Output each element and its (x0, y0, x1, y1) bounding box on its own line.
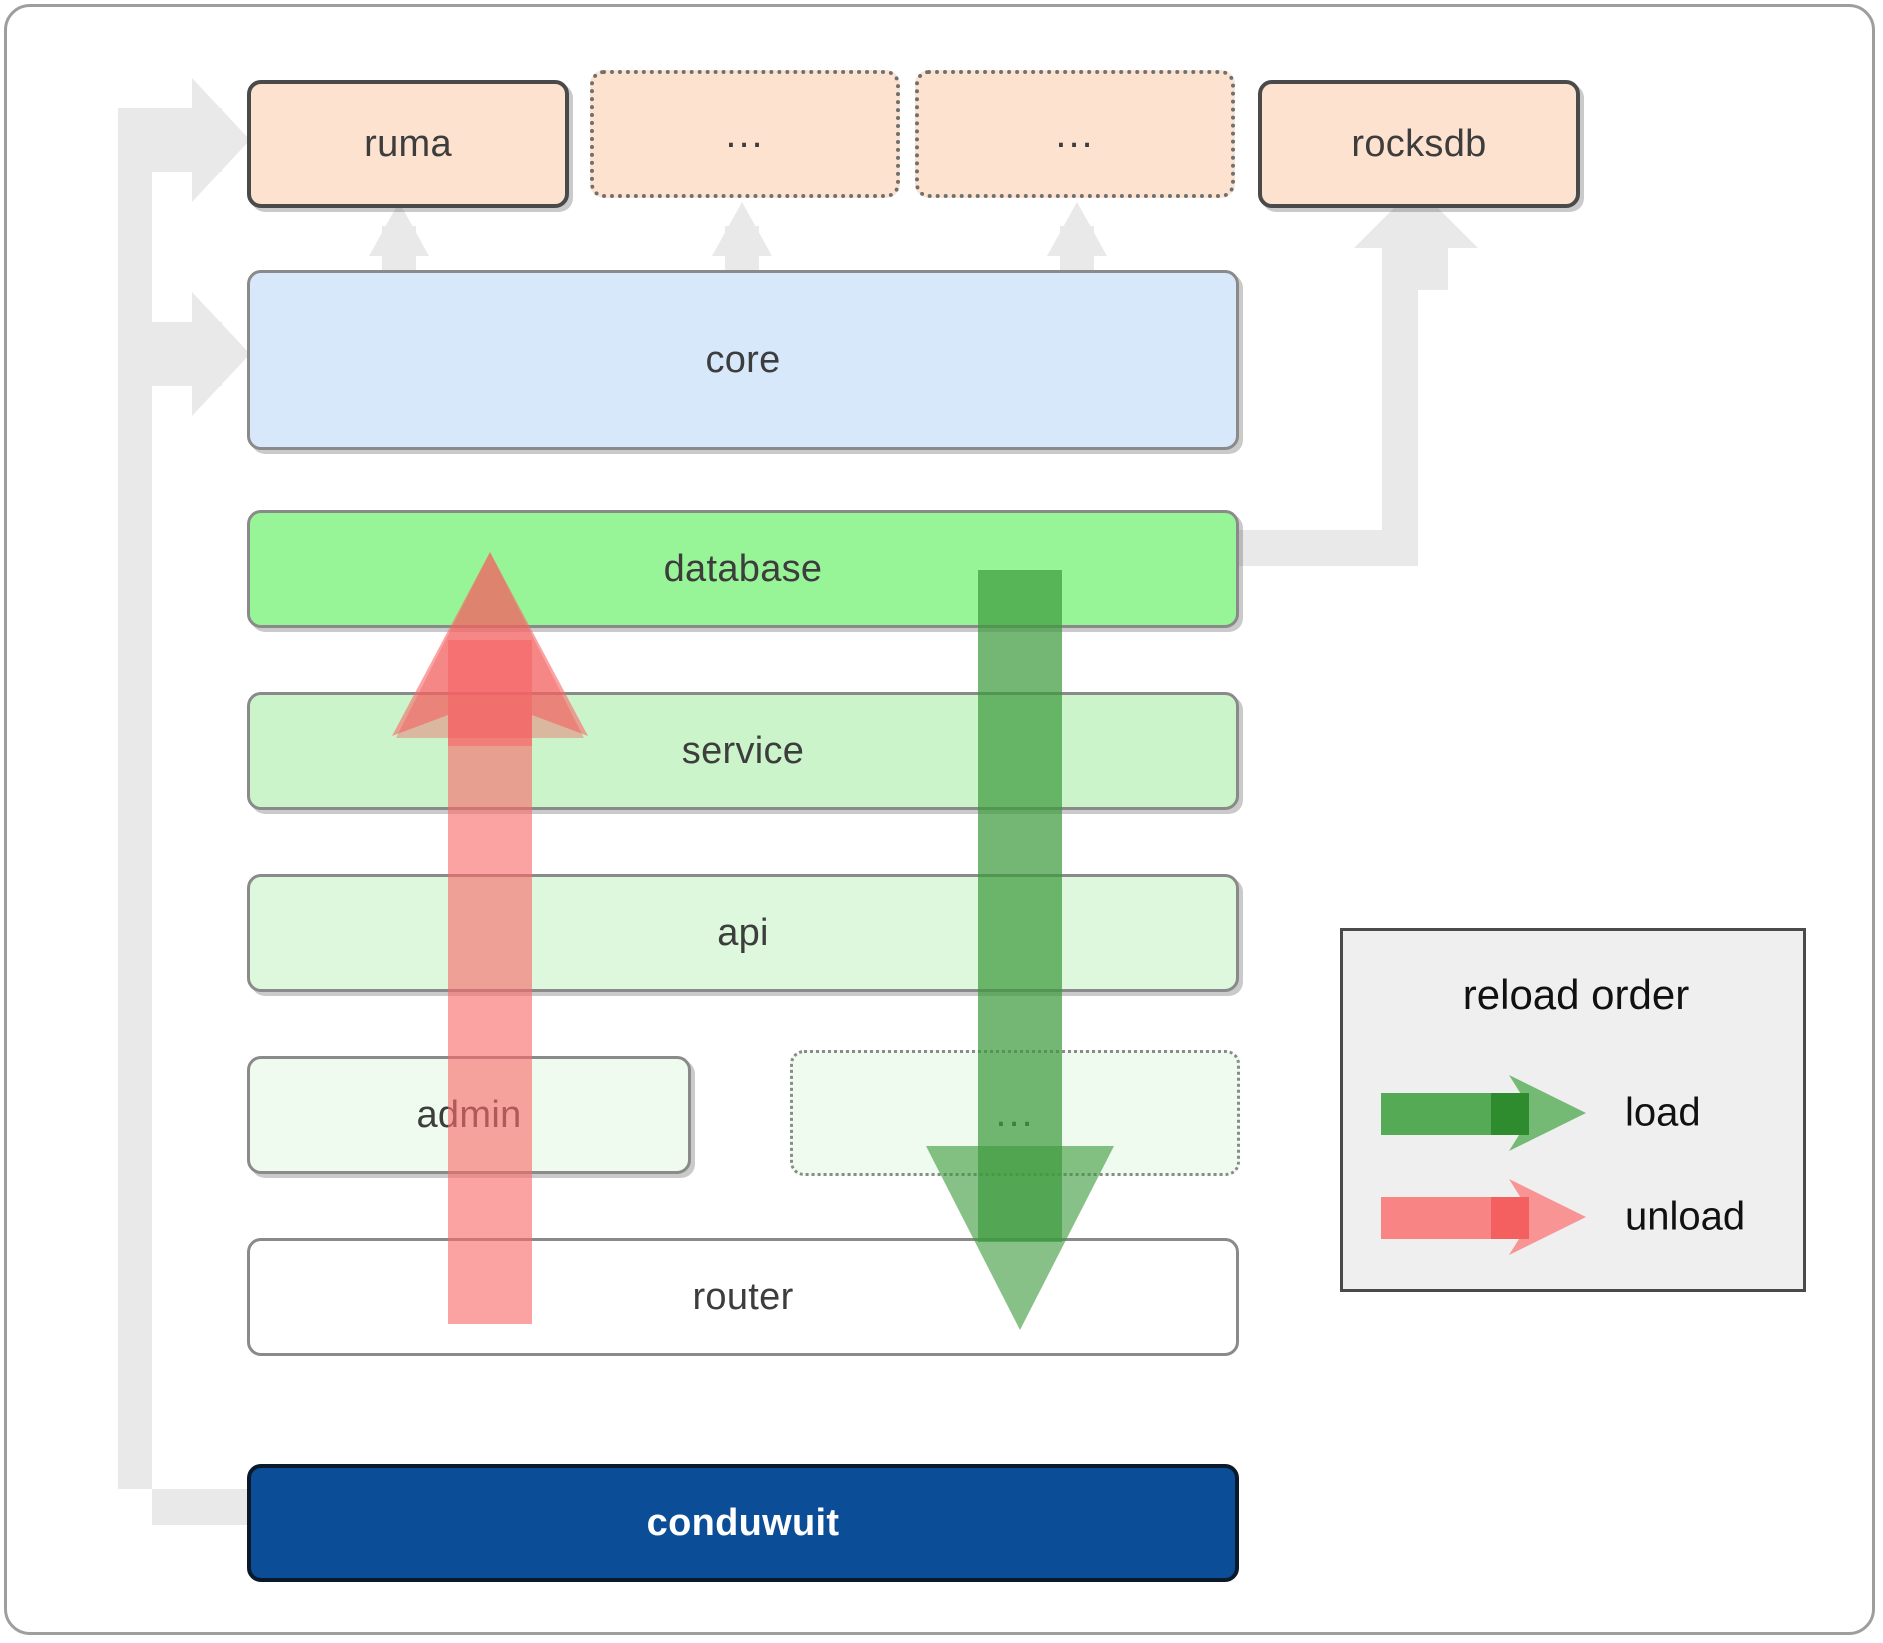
legend-label-unload: unload (1625, 1194, 1746, 1239)
legend-load-arrow-icon (1381, 1075, 1586, 1151)
node-core[interactable]: core (247, 270, 1239, 450)
node-database-label: database (663, 547, 823, 590)
connector-arrow-core-to-ruma (369, 202, 429, 278)
legend-title: reload order (1462, 971, 1690, 1018)
node-router[interactable]: router (247, 1238, 1239, 1356)
legend-row-load: load (1343, 1067, 1809, 1159)
connector-arrowhead-rocksdb (1354, 186, 1478, 290)
node-ruma[interactable]: ruma (247, 80, 569, 208)
node-ellipsis-top-2[interactable]: ... (915, 70, 1235, 198)
connector-arrow-core-to-ellipsis1 (712, 202, 772, 278)
connector-arrowhead-ruma (118, 78, 250, 202)
legend-label-load: load (1625, 1090, 1701, 1135)
legend-row-unload: unload (1343, 1171, 1809, 1263)
node-api-label: api (717, 911, 769, 954)
node-router-label: router (692, 1275, 794, 1318)
connector-database-to-rocksdb (1238, 530, 1418, 566)
legend-panel: reload order load unload (1340, 928, 1806, 1292)
node-ellipsis-top-1[interactable]: ... (590, 70, 900, 198)
connector-arrowhead-core (152, 292, 250, 416)
node-conduwuit-label: conduwuit (646, 1501, 840, 1544)
legend-unload-arrow-icon (1381, 1179, 1586, 1255)
node-rocksdb-label: rocksdb (1351, 122, 1487, 165)
node-core-label: core (705, 338, 781, 381)
node-ruma-label: ruma (364, 122, 452, 165)
node-database[interactable]: database (247, 510, 1239, 628)
connector-arrow-core-to-ellipsis2 (1047, 202, 1107, 278)
connector-conduwuit-to-left-spine (118, 140, 248, 1525)
load-arrow-down (926, 570, 1114, 1330)
node-rocksdb[interactable]: rocksdb (1258, 80, 1580, 208)
node-service-label: service (681, 729, 805, 772)
node-api[interactable]: api (247, 874, 1239, 992)
node-conduwuit[interactable]: conduwuit (247, 1464, 1239, 1582)
unload-arrow-up (392, 552, 588, 1324)
